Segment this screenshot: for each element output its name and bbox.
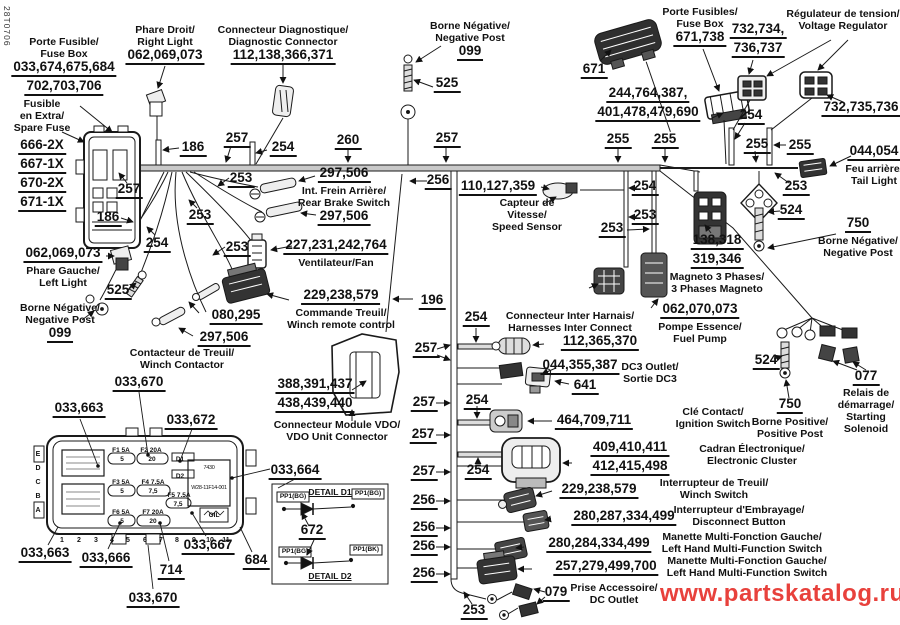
fusebox-stem — [723, 119, 727, 165]
fuse-box-icon — [75, 125, 141, 249]
left-light-connector-icon — [109, 245, 133, 271]
harness-stubs — [155, 127, 773, 268]
ignition-switch-icon — [489, 409, 523, 433]
rear-brake-switch-icons — [249, 177, 303, 223]
callout-leaders — [61, 39, 867, 605]
battery-junction-icon — [740, 171, 778, 252]
battery-solenoid-branch — [776, 317, 860, 379]
inter-harness-connector-icon — [491, 337, 531, 355]
fan-connector-icon — [247, 233, 267, 269]
fusebox-leaders — [47, 391, 296, 590]
winch-remote-connector-icon — [221, 262, 271, 304]
connector-732-734-icon — [732, 75, 767, 131]
vdo-unit-connector-icon — [331, 333, 400, 416]
diagnostic-connector-icon — [255, 84, 294, 165]
electronic-cluster-connector-icon — [501, 437, 561, 489]
watermark: www.partskatalog.ru — [660, 580, 900, 607]
dc-outlet-icons — [487, 583, 539, 620]
magneto-connector-icon — [693, 191, 727, 245]
fuse-box-detail — [33, 427, 257, 545]
dc3-outlet-icons — [498, 361, 552, 394]
right-light-connector-icon — [145, 88, 167, 140]
winch-switch-connector-icon — [498, 487, 537, 513]
bolt-525-left-icon — [125, 270, 147, 298]
disconnect-button-connector-icon — [522, 510, 550, 532]
lower-harness-trunk — [450, 170, 524, 600]
speed-sensor-icon — [542, 182, 578, 200]
negative-post-top-icon — [400, 54, 416, 165]
voltage-regulator-connector-icon — [770, 71, 833, 131]
negative-post-left-icon — [85, 294, 109, 316]
manette-left-connector-icon-2 — [476, 550, 518, 585]
motor-disconnect-icon — [593, 267, 625, 295]
fuel-pump-connector-icon — [640, 252, 668, 298]
main-harness-trunk — [139, 164, 798, 173]
ecm-connector-671-icon — [594, 19, 671, 132]
diode-detail-box — [271, 483, 389, 585]
sheet-code: 28T0706 — [2, 6, 12, 47]
winch-contactor-icons — [151, 283, 220, 327]
tail-light-connector-icon — [798, 158, 828, 178]
